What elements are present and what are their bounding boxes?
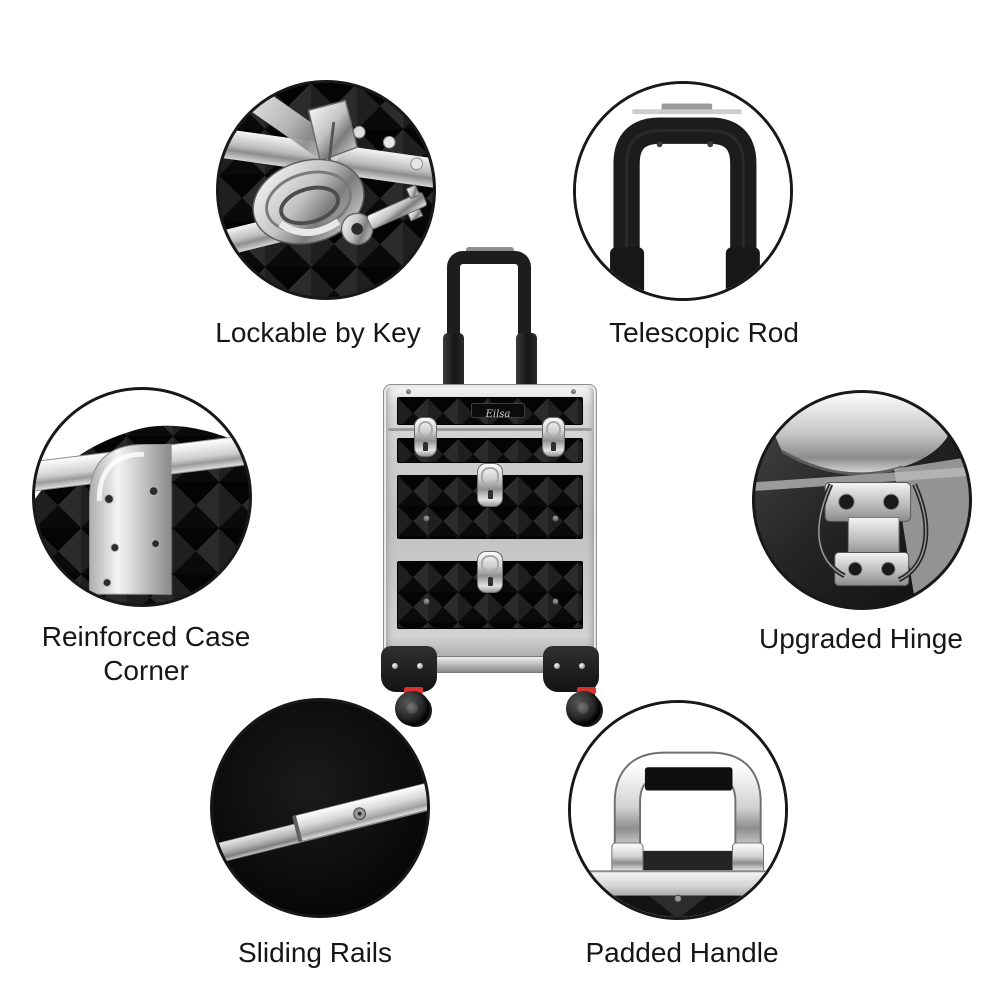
caster-accent-right [577,687,596,694]
lid-latch-left [414,417,437,457]
rivet [424,516,429,521]
case-corner-photo-circle [32,387,252,607]
padded-handle-photo-circle [568,700,788,920]
key-icon [340,184,427,246]
label-upgraded-hinge: Upgraded Hinge [759,623,963,654]
rivet [424,599,429,604]
reinforced-corner-illustration [35,390,249,595]
rivet [406,389,411,394]
caster-wheel-right [566,691,601,726]
rivet [571,389,576,394]
drawer-2-latch [477,551,503,593]
rivet [392,663,398,669]
rivet [554,663,560,669]
sliding-rails-photo-circle [210,698,430,918]
brand-logo-plate: Eilsa [471,403,525,420]
rivet [553,516,558,521]
drawer-1-latch [477,463,503,507]
sliding-rail-illustration [213,775,427,869]
padded-handle-illustration [571,703,785,917]
rivet [579,663,585,669]
label-reinforced-case-corner: Reinforced Case Corner [41,621,251,686]
brand-logo: Eilsa [485,409,511,420]
caster-accent-left [404,687,423,694]
hinge-photo-circle [752,390,972,610]
lid-latch-right [542,417,565,457]
lockable-by-key-photo-circle [216,80,436,300]
label-telescopic-rod: Telescopic Rod [609,317,799,348]
key-lock-latch-illustration [219,83,433,264]
base-corner-cap-right [543,646,599,692]
label-lockable-by-key: Lockable by Key [215,317,421,348]
rivet [417,663,423,669]
hinge-illustration [755,393,969,594]
caster-wheel-left [395,691,430,726]
rivet [553,599,558,604]
label-padded-handle: Padded Handle [585,937,779,968]
base-corner-cap-left [381,646,437,692]
telescopic-rod-illustration [576,84,790,298]
telescopic-rod-photo-circle [573,81,793,301]
label-sliding-rails: Sliding Rails [237,937,393,968]
lid-joint-seam [388,428,592,431]
